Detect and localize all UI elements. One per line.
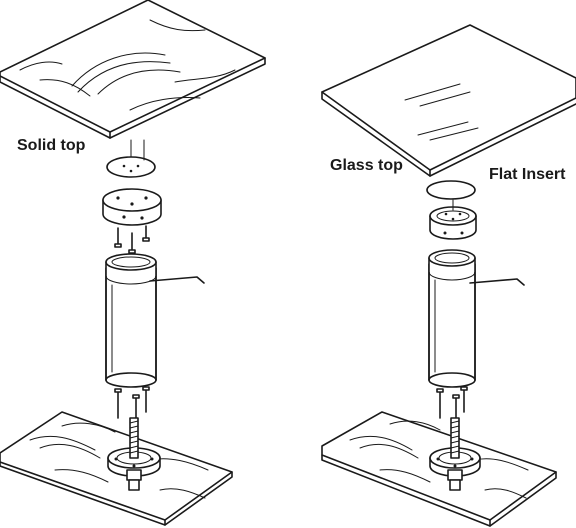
flat-insert-label: Flat Insert — [489, 166, 566, 183]
solid-mounting-plate — [102, 188, 162, 226]
glass-top-label: Glass top — [330, 157, 403, 174]
solid-leveling-glide — [107, 417, 161, 491]
glass-mounting-plate — [429, 199, 477, 240]
solid-top-disc — [106, 139, 156, 178]
glass-leg-tube — [428, 249, 476, 388]
glass-allen-key — [469, 278, 525, 286]
flat-insert-disc — [426, 180, 476, 200]
glass-leveling-glide — [429, 417, 481, 491]
solid-allen-key — [149, 276, 205, 284]
solid-mounting-screws — [114, 225, 150, 254]
glass-tabletop — [321, 24, 576, 177]
solid-leg-tube — [105, 253, 157, 388]
solid-tabletop — [0, 0, 266, 139]
solid-top-label: Solid top — [17, 137, 86, 154]
